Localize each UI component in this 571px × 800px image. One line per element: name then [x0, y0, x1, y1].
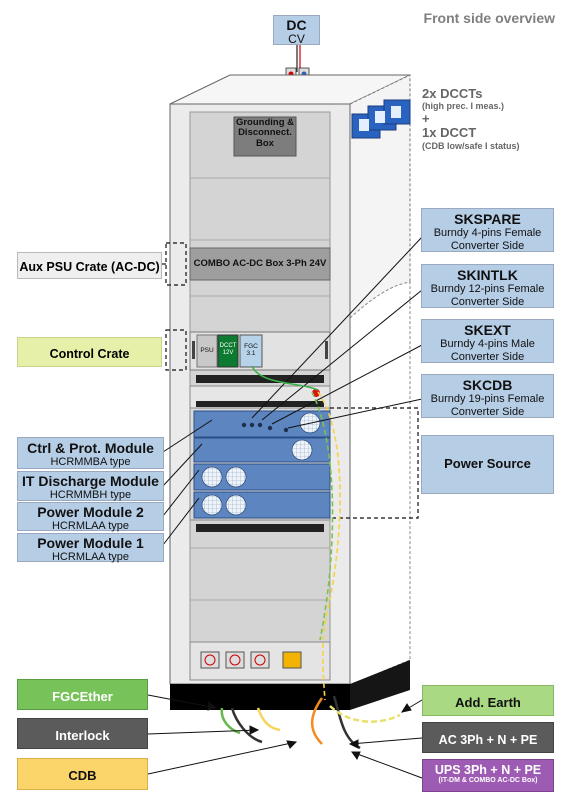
ups-label: UPS 3Ph + N + PE (IT-DM & COMBO AC-DC Bo… — [422, 759, 554, 792]
dcct-12v-label: DCCT 12V — [219, 343, 237, 356]
ups-subtitle: (IT-DM & COMBO AC-DC Box) — [438, 777, 538, 785]
ctrl-prot-module-title: Ctrl & Prot. Module — [27, 440, 154, 456]
it-discharge-module-label: IT Discharge Module HCRMMBH type — [17, 471, 164, 501]
dcct-line-2: (high prec. I meas.) — [422, 101, 505, 112]
dcct-line-4: 1x DCCT — [422, 125, 477, 141]
grounding-box-label: Grounding & Disconnect. Box — [235, 117, 295, 149]
control-crate-label: Control Crate — [17, 337, 162, 367]
power-module-2-title: Power Module 2 — [37, 504, 144, 520]
add-earth-text: Add. Earth — [455, 695, 521, 710]
ac-3ph-text: AC 3Ph + N + PE — [438, 733, 538, 747]
interlock-text: Interlock — [55, 728, 110, 743]
power-module-2-type: HCRMLAA type — [51, 520, 130, 533]
rack-cables — [251, 365, 341, 701]
dashed-callouts — [162, 242, 419, 519]
fgc-label: FGC 3.1 — [244, 343, 258, 358]
power-module-1-label: Power Module 1 HCRMLAA type — [17, 533, 164, 564]
skintlk-line-1: Burndy 12-pins Female — [430, 283, 545, 296]
cdb-text: CDB — [68, 768, 97, 783]
power-source-label: Power Source — [421, 435, 554, 494]
ctrl-prot-module-type: HCRMMBA type — [50, 456, 131, 469]
ctrl-prot-module-label: Ctrl & Prot. Module HCRMMBA type — [17, 437, 164, 469]
fgcether-label: FGCEther — [17, 679, 148, 710]
skcdb-line-1: Burndy 19-pins Female — [430, 393, 545, 406]
ups-title: UPS 3Ph + N + PE — [434, 763, 542, 777]
power-module-1-title: Power Module 1 — [37, 535, 144, 551]
dcct-annotation: 2x DCCTs (high prec. I meas.) + 1x DCCT … — [422, 86, 520, 151]
it-discharge-module-type: HCRMMBH type — [49, 489, 132, 502]
add-earth-label: Add. Earth — [422, 685, 554, 716]
cdb-label: CDB — [17, 758, 148, 790]
dcct-sensors — [351, 99, 411, 139]
power-module-2-label: Power Module 2 HCRMLAA type — [17, 502, 164, 533]
skspare-line-2: Converter Side — [450, 239, 525, 252]
dc-label: DC — [286, 17, 307, 33]
skcdb-title: SKCDB — [462, 377, 513, 393]
skspare-label: SKSPARE Burndy 4-pins Female Converter S… — [421, 208, 554, 252]
bottom-arrows — [147, 694, 423, 779]
dcct-line-1: 2x DCCTs — [422, 86, 483, 101]
aux-psu-crate-text: Aux PSU Crate (AC-DC) — [19, 260, 160, 274]
skspare-title: SKSPARE — [454, 211, 521, 227]
dcct-line-5: (CDB low/safe I status) — [422, 140, 520, 151]
skintlk-label: SKINTLK Burndy 12-pins Female Converter … — [421, 264, 554, 308]
skcdb-line-2: Converter Side — [450, 405, 525, 418]
psu-label: PSU — [200, 347, 214, 354]
aux-psu-crate-label: Aux PSU Crate (AC-DC) — [17, 252, 162, 279]
skext-title: SKEXT — [464, 322, 511, 338]
leader-lines — [162, 236, 423, 546]
power-source-text: Power Source — [444, 456, 531, 471]
control-crate-text: Control Crate — [49, 347, 130, 361]
page-title: Front side overview — [423, 10, 555, 26]
dc-cv-box: DC CV — [273, 15, 320, 47]
dcct-line-3: + — [422, 111, 430, 127]
skspare-line-1: Burndy 4-pins Female — [433, 227, 542, 240]
interlock-label: Interlock — [17, 718, 148, 749]
skext-line-1: Burndy 4-pins Male — [440, 338, 535, 351]
ac-3ph-label: AC 3Ph + N + PE — [422, 722, 554, 753]
it-discharge-module-title: IT Discharge Module — [22, 473, 159, 489]
fgcether-text: FGCEther — [52, 689, 113, 704]
skintlk-line-2: Converter Side — [450, 295, 525, 308]
cv-label: CV — [288, 32, 305, 47]
power-module-1-type: HCRMLAA type — [51, 551, 130, 564]
combo-box-label: COMBO AC-DC Box 3-Ph 24V — [193, 258, 327, 269]
skext-line-2: Converter Side — [450, 350, 525, 363]
skext-label: SKEXT Burndy 4-pins Male Converter Side — [421, 319, 554, 363]
skcdb-label: SKCDB Burndy 19-pins Female Converter Si… — [421, 374, 554, 418]
rack-cabinet — [169, 74, 411, 710]
skintlk-title: SKINTLK — [457, 267, 518, 283]
